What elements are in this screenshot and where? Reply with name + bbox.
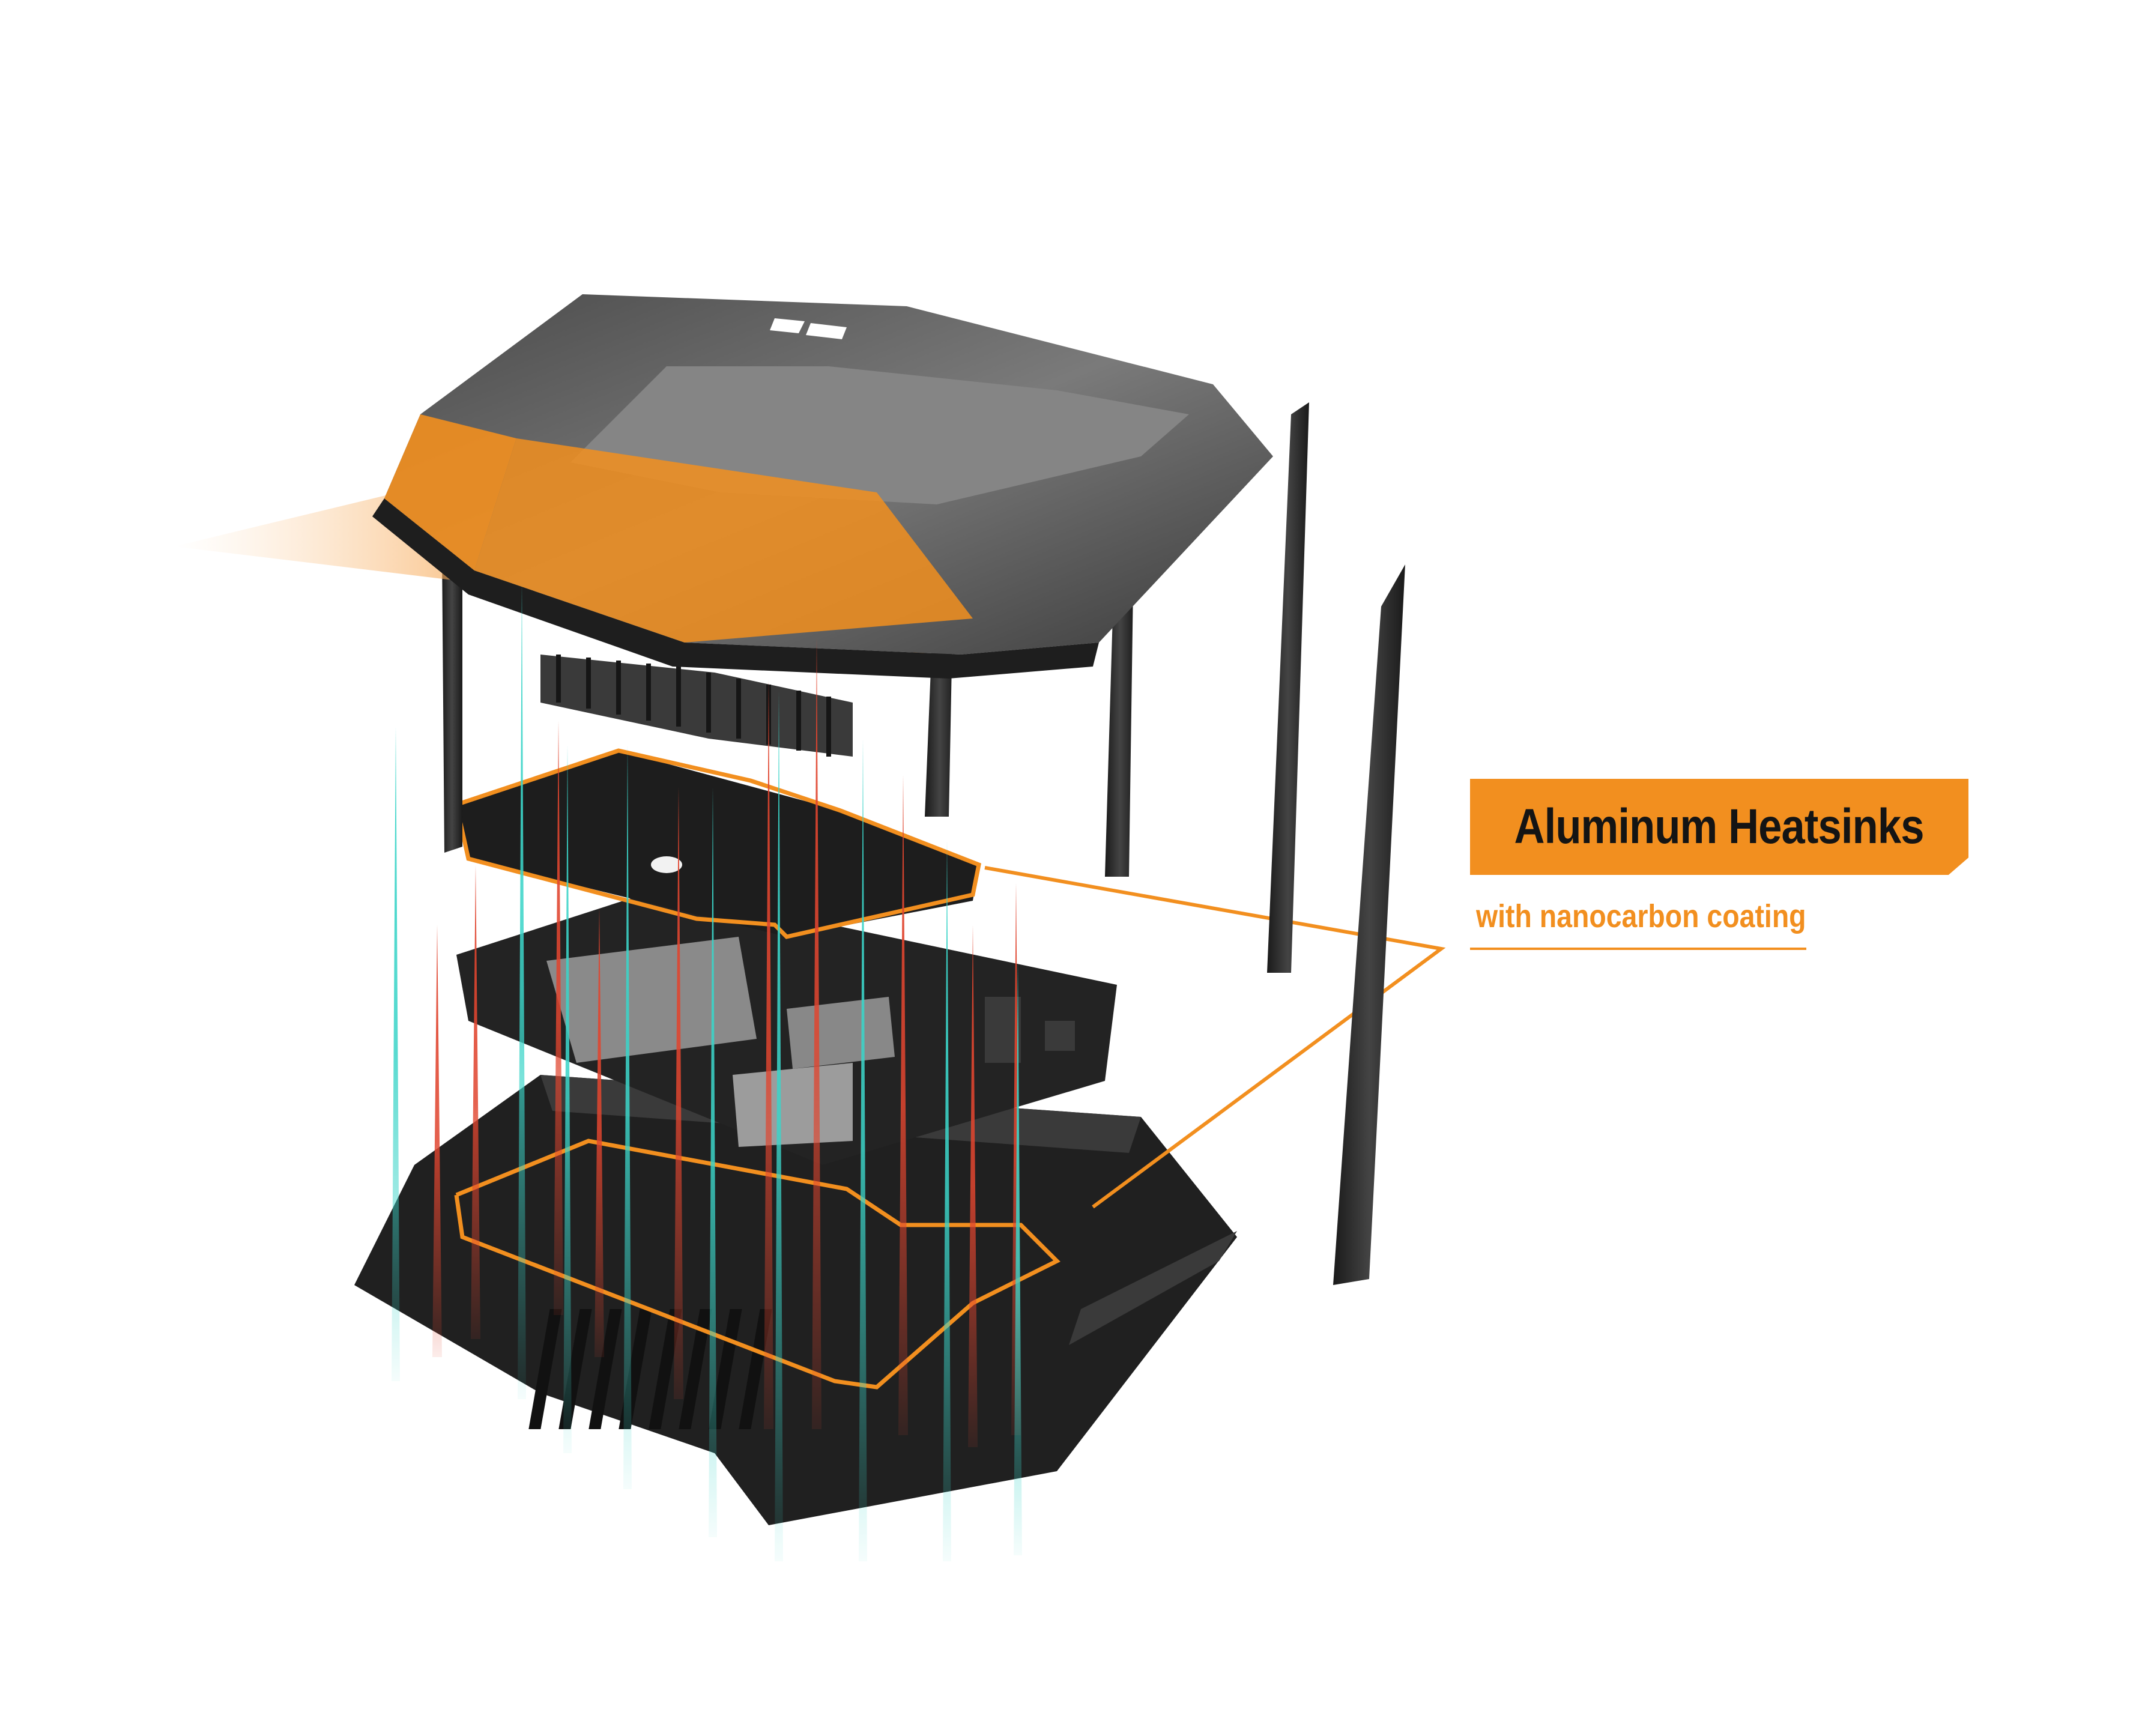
heatsink bbox=[540, 655, 853, 757]
hot-airflow-arrow bbox=[471, 865, 480, 1339]
cool-airflow-arrow bbox=[623, 745, 632, 1489]
callout-subtitle-underline bbox=[1470, 948, 1806, 950]
hot-airflow-arrow bbox=[812, 637, 821, 1429]
callout-subtitle: with nanocarbon coating bbox=[1476, 898, 1806, 934]
hot-airflow-arrow bbox=[674, 787, 683, 1399]
callout-leader-line bbox=[984, 866, 1446, 1209]
hot-airflow-arrow bbox=[554, 721, 563, 1315]
cool-airflow-arrow bbox=[859, 739, 867, 1561]
callout-title-badge: Aluminum Heatsinks bbox=[1470, 779, 1968, 875]
thermal-plate bbox=[456, 751, 979, 937]
cool-airflow-arrow bbox=[563, 745, 572, 1453]
hot-airflow-arrow bbox=[764, 679, 773, 1429]
hot-airflow-arrow bbox=[432, 925, 442, 1357]
hot-airflow-arrow bbox=[968, 925, 978, 1447]
callout-title: Aluminum Heatsinks bbox=[1514, 799, 1925, 854]
airflow-arrows bbox=[392, 582, 1022, 1561]
brand-logo-mark bbox=[770, 318, 847, 339]
cool-airflow-arrow bbox=[392, 727, 400, 1381]
hot-airflow-arrow bbox=[594, 907, 604, 1357]
cool-airflow-arrow bbox=[709, 787, 717, 1537]
hot-airflow-arrow bbox=[898, 775, 908, 1435]
top-cover bbox=[372, 294, 1273, 679]
cool-airflow-arrow bbox=[518, 582, 526, 1399]
cool-airflow-arrow bbox=[943, 841, 951, 1561]
cool-airflow-arrow bbox=[775, 691, 783, 1561]
cool-airflow-arrow bbox=[1014, 961, 1022, 1555]
